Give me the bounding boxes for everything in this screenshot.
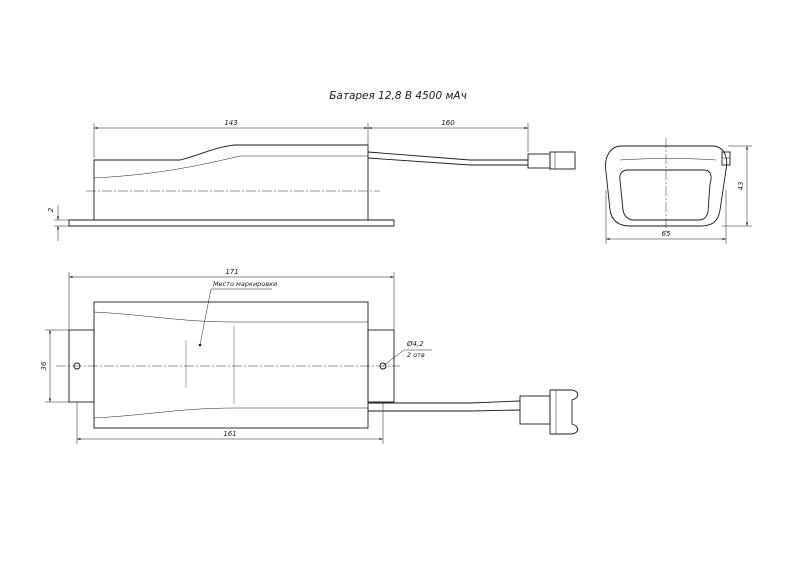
front-body-outline [93,144,369,221]
plan-lower-contour [93,407,368,419]
end-inner-edge [619,158,717,161]
dim-label-2: 2 [47,207,55,212]
mount-hole-right [379,362,387,370]
front-plug-tip [549,151,576,170]
hole-callout: Ø4,2 2 отв [382,340,432,367]
dim-label-143: 143 [224,119,237,127]
dim-43: 43 [722,145,752,227]
end-connector [721,151,731,166]
marking-callout: Место маркировки [198,280,277,347]
plan-body [93,301,369,429]
dim-160: 160 [368,119,529,152]
plan-plug-latch [549,389,579,435]
front-cable [367,151,528,166]
dim-171: 171 [68,268,395,330]
dim-label-161: 161 [223,430,236,438]
plan-view [56,301,579,435]
drawing-title: Батарея 12,8 В 4500 мАч [329,90,467,102]
end-view [605,138,731,234]
marking-note: Место маркировки [213,280,277,288]
plan-upper-contour [93,311,368,323]
plan-plug-body [519,395,551,425]
front-view [68,144,576,227]
plan-cable [368,400,521,412]
front-body-contour [93,155,368,179]
dim-label-171: 171 [225,268,238,276]
dim-143: 143 [93,119,369,158]
hole-diameter-label: Ø4,2 [406,340,424,348]
dim-2: 2 [47,205,69,241]
front-plug-body [527,153,551,169]
dim-65: 65 [605,190,727,244]
dim-161: 161 [76,402,384,444]
mount-hole-left [73,362,81,370]
dim-label-160: 160 [441,119,455,127]
dim-label-36: 36 [40,361,48,370]
hole-count-label: 2 отв [407,351,425,359]
dim-label-43: 43 [737,182,745,191]
end-inner-opening [619,169,712,221]
front-flange [68,219,395,227]
end-outer-shell [605,145,728,227]
dim-label-65: 65 [662,230,671,238]
dim-36: 36 [40,329,69,403]
